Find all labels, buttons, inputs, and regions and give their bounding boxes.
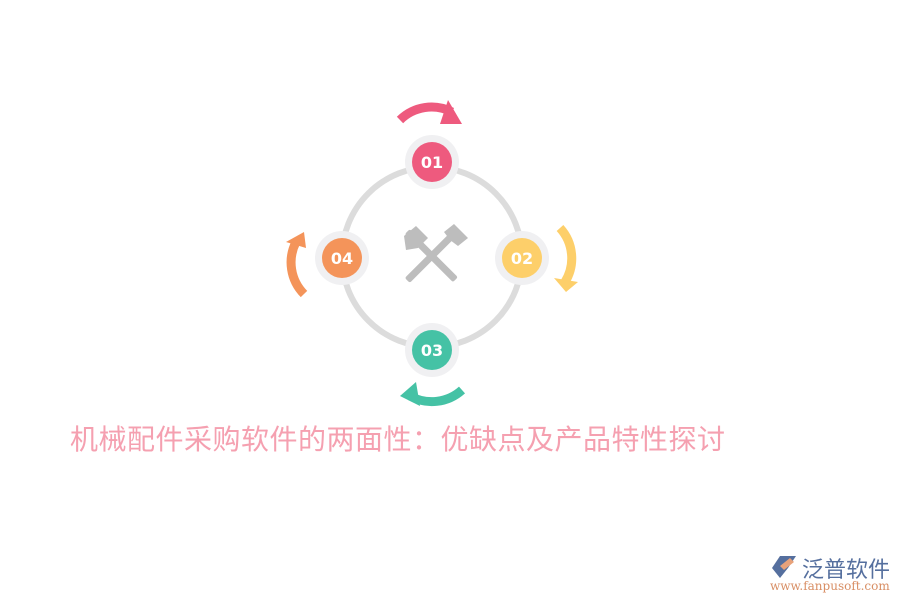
page-title: 机械配件采购软件的两面性：优缺点及产品特性探讨 <box>70 423 726 456</box>
logo-url: www.fanpusoft.com <box>770 579 890 593</box>
logo-name: 泛普软件 <box>802 558 891 583</box>
svg-text:04: 04 <box>331 249 353 268</box>
step-node-04: 04 <box>315 231 369 285</box>
step-node-03: 03 <box>405 323 459 377</box>
svg-text:03: 03 <box>421 341 443 360</box>
arrow-bottom-icon <box>400 382 466 407</box>
arrow-top-icon <box>396 100 462 124</box>
svg-text:01: 01 <box>421 153 443 172</box>
step-node-02: 02 <box>495 231 549 285</box>
svg-text:02: 02 <box>511 249 533 268</box>
logo-mark-icon <box>772 556 796 578</box>
crossed-hammers-icon <box>404 224 468 283</box>
step-node-01: 01 <box>405 135 459 189</box>
arrow-right-icon <box>554 224 578 292</box>
arrow-left-icon <box>286 232 308 298</box>
brand-logo: 泛普软件 www.fanpusoft.com <box>770 552 894 598</box>
